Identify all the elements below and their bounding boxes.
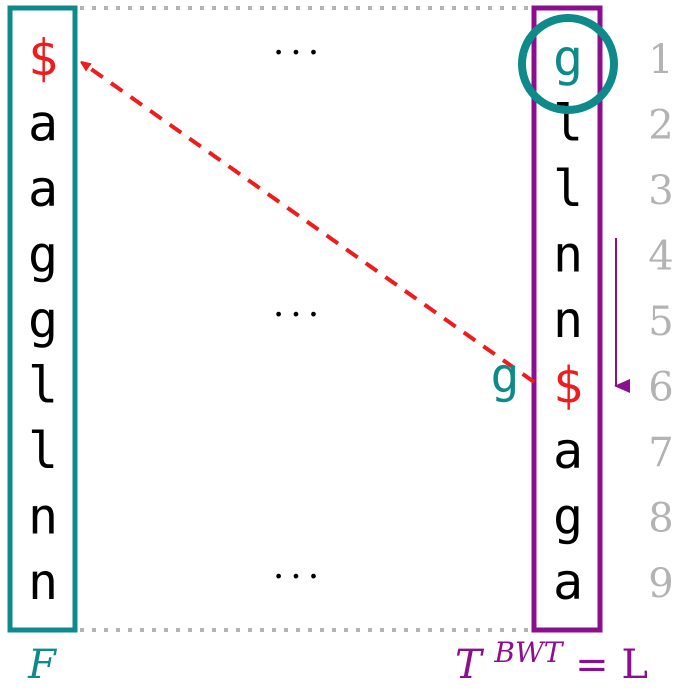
row-number: 9 [648,561,673,607]
last-column-label: T BWT = L [455,626,648,688]
ellipsis: ... [273,22,325,63]
row-number: 4 [648,234,673,280]
first-column-char: n [28,553,58,611]
label-superscript: BWT [493,636,564,669]
last-column-char: $ [553,357,583,415]
highlight-circle-icon [518,14,618,114]
row-number: 5 [648,299,673,345]
last-column-char: l [553,95,583,153]
ellipsis-group: ......... [273,22,325,587]
first-column-char: l [28,422,58,480]
row-number: 2 [648,103,673,149]
row-number: 1 [648,37,673,83]
last-column-char: n [553,291,583,349]
first-column-char: g [28,226,58,284]
label-base: T [455,642,485,688]
first-column-char: l [28,357,58,415]
last-column-char: a [553,422,583,480]
row-number: 8 [648,496,673,542]
first-column-char: $ [28,29,58,87]
last-column-char: g [553,488,583,546]
first-column-char: g [28,291,58,349]
last-column-char: a [553,553,583,611]
first-column-box [7,5,78,633]
dashed-arrow-icon [84,64,536,384]
first-column-label: F [27,642,57,688]
row-number: 3 [648,168,673,214]
ellipsis: ... [273,284,325,325]
first-column-char: n [28,488,58,546]
row-number: 6 [648,365,673,411]
first-column-char: a [28,160,58,218]
last-column-char: g [553,29,583,87]
label-suffix: = L [575,642,648,688]
row-number: 7 [648,430,673,476]
last-column-char: n [553,226,583,284]
prepended-char: g [491,348,520,404]
last-column-box [531,5,603,633]
last-column-char: l [553,160,583,218]
first-column-char: a [28,95,58,153]
row-numbers: 1 2 3 4 5 6 7 8 9 [648,37,673,607]
ellipsis: ... [273,546,325,587]
